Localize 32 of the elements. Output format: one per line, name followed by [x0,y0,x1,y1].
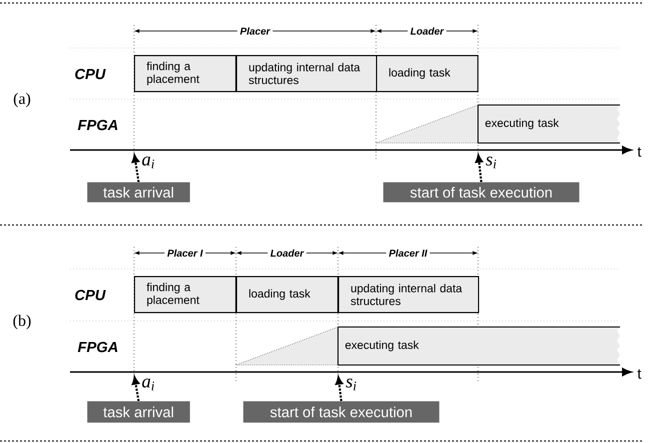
time-symbol: a$_{i}$ [142,378,154,390]
time-symbol: s$_{i}$ [346,378,356,390]
event-label: start of task execution [243,401,440,423]
task-box: finding a placement [134,55,236,92]
phase-label: Placer I [164,248,206,258]
execution-bar: executing task [477,104,620,144]
task-box: updating internal data structures [338,276,480,314]
panel-label: (b) [13,314,31,330]
event-arrow [132,154,140,182]
axis-label: t [638,369,642,379]
event-label: task arrival [87,182,190,202]
row-label: CPU [75,290,106,300]
time-symbol: a$_{i}$ [142,156,154,168]
event-label: start of task execution [383,182,580,202]
axis-label: t [638,147,642,157]
phase-label: Placer II [386,248,430,258]
task-box: updating internal data structures [236,55,378,92]
panel-label: (a) [14,92,30,108]
event-arrow [132,376,140,402]
task-box: loading task [376,55,478,92]
phase-label: Loader [268,248,306,258]
event-arrow [335,376,343,402]
task-box: loading task [236,276,338,314]
phase-label: Placer [237,26,273,36]
row-label: FPGA [78,342,118,352]
event-label: task arrival [87,401,190,423]
row-label: FPGA [78,120,118,130]
time-symbol: s$_{i}$ [486,156,496,168]
task-box: finding a placement [134,276,236,314]
row-label: CPU [75,68,106,80]
phase-label: Loader [408,26,446,36]
event-arrow [475,154,483,182]
